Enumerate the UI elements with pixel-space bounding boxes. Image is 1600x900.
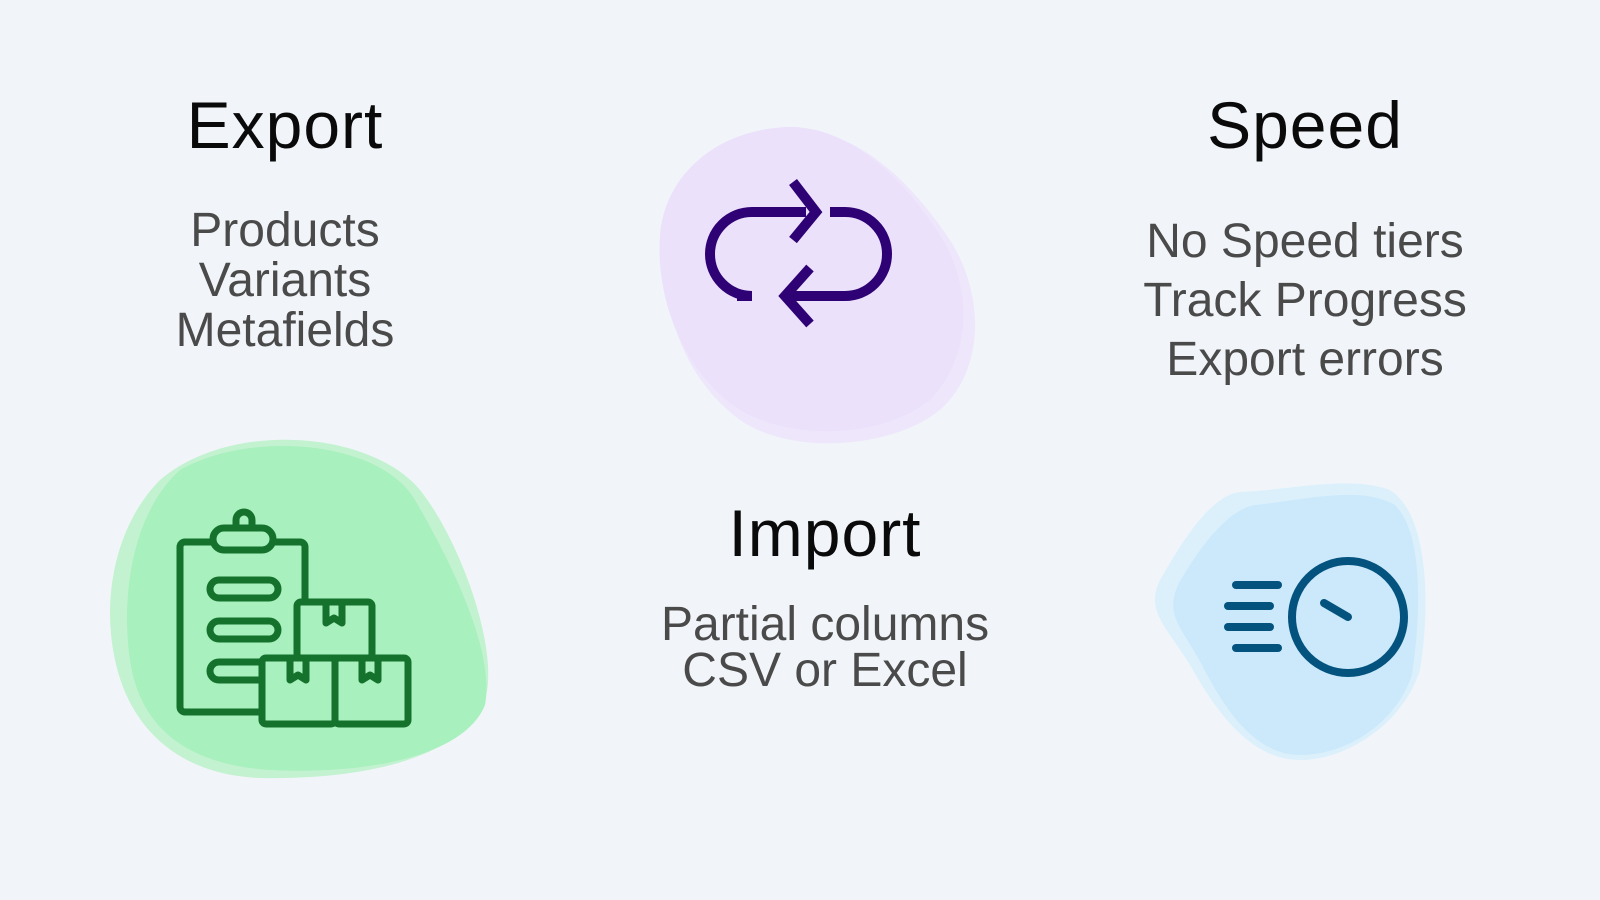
export-feature-item: Variants xyxy=(198,254,372,307)
sync-arrows-icon xyxy=(659,126,976,444)
speed-feature-item: Export errors xyxy=(1166,333,1444,386)
export-feature-list: Products Variants Metafields xyxy=(130,206,440,356)
speed-title: Speed xyxy=(1207,88,1403,162)
speed-feature-list: No Speed tiers Track Progress Export err… xyxy=(1100,212,1510,389)
speed-section: Speed No Speed tiers Track Progress Expo… xyxy=(1100,92,1510,389)
export-title: Export xyxy=(186,88,384,162)
export-feature-item: Products xyxy=(190,204,380,257)
import-feature-item: Partial columns xyxy=(660,598,990,651)
import-section: Import Partial columns CSV or Excel xyxy=(600,496,1050,697)
export-feature-item: Metafields xyxy=(175,304,395,357)
import-feature-item: CSV or Excel xyxy=(682,644,968,697)
import-feature-list: Partial columns CSV or Excel xyxy=(600,598,1050,697)
import-title: Import xyxy=(728,496,922,570)
export-section: Export Products Variants Metafields xyxy=(130,92,440,356)
speed-feature-item: Track Progress xyxy=(1143,274,1467,327)
fast-clock-icon xyxy=(1154,483,1426,760)
clipboard-boxes-icon xyxy=(110,439,489,779)
speed-feature-item: No Speed tiers xyxy=(1146,215,1464,268)
